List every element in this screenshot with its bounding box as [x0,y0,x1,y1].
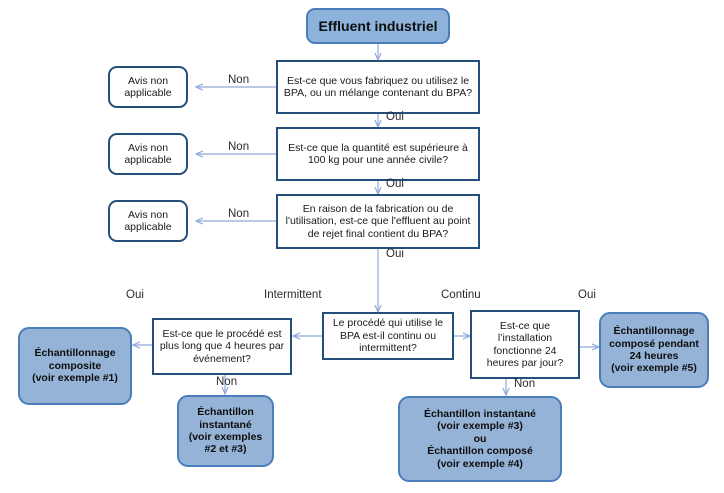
node-avis-2-label: Avis non applicable [124,141,172,166]
node-question-6-label: Est-ce que l’installation fonctionne 24 … [486,319,564,369]
node-result-echantillonnage-compose-24h[interactable]: Échantillonnage composé pendant 24 heure… [599,312,709,388]
node-start-effluent-industriel[interactable]: Effluent industriel [306,8,450,44]
node-result-2-label: Échantillon instantané (voir exemples #2… [188,406,263,456]
node-question-5-duree-procede[interactable]: Est-ce que le procédé est plus long que … [152,318,292,375]
edge-label-q5-oui: Oui [126,289,144,301]
node-question-3[interactable]: En raison de la fabrication ou de l'util… [276,194,480,249]
node-question-6-installation-24h[interactable]: Est-ce que l’installation fonctionne 24 … [470,310,580,379]
node-result-echantillonnage-composite[interactable]: Échantillonnage composite (voir exemple … [18,327,132,405]
node-result-3-label: Échantillon instantané (voir exemple #3)… [423,408,536,470]
edge-label-q4-continu: Continu [441,289,481,301]
node-avis-1-label: Avis non applicable [124,74,172,99]
edge-label-q1-non: Non [228,74,250,86]
node-result-echantillon-instantane-ou-compose[interactable]: Échantillon instantané (voir exemple #3)… [398,396,562,482]
node-result-1-label: Échantillonnage composite (voir exemple … [32,347,118,385]
edge-label-q2-non: Non [228,141,250,153]
edge-label-q1-oui: Oui [386,111,404,123]
node-question-2-label: Est-ce que la quantité est supérieure à … [288,141,468,166]
node-avis-non-applicable-1[interactable]: Avis non applicable [108,66,188,108]
node-avis-3-label: Avis non applicable [124,208,172,233]
node-question-2[interactable]: Est-ce que la quantité est supérieure à … [276,127,480,181]
node-question-4-continu-ou-intermittent[interactable]: Le procédé qui utilise le BPA est-il con… [322,312,454,360]
edge-label-q3-oui: Oui [386,248,404,260]
node-avis-non-applicable-3[interactable]: Avis non applicable [108,200,188,242]
node-result-echantillon-instantane-2-3[interactable]: Échantillon instantané (voir exemples #2… [177,395,274,467]
node-question-1[interactable]: Est-ce que vous fabriquez ou utilisez le… [276,60,480,114]
edge-label-q6-non: Non [514,378,536,390]
node-result-4-label: Échantillonnage composé pendant 24 heure… [609,325,699,375]
node-start-label: Effluent industriel [318,17,438,34]
node-question-3-label: En raison de la fabrication ou de l'util… [285,202,471,240]
node-question-5-label: Est-ce que le procédé est plus long que … [159,327,285,365]
edge-label-q2-oui: Oui [386,178,404,190]
node-avis-non-applicable-2[interactable]: Avis non applicable [108,133,188,175]
edge-label-q5-non: Non [216,376,238,388]
edge-label-q6-oui: Oui [578,289,596,301]
node-question-4-label: Le procédé qui utilise le BPA est-il con… [332,317,444,355]
edge-label-q3-non: Non [228,208,250,220]
edge-label-q4-intermittent: Intermittent [264,289,322,301]
node-question-1-label: Est-ce que vous fabriquez ou utilisez le… [283,74,473,99]
